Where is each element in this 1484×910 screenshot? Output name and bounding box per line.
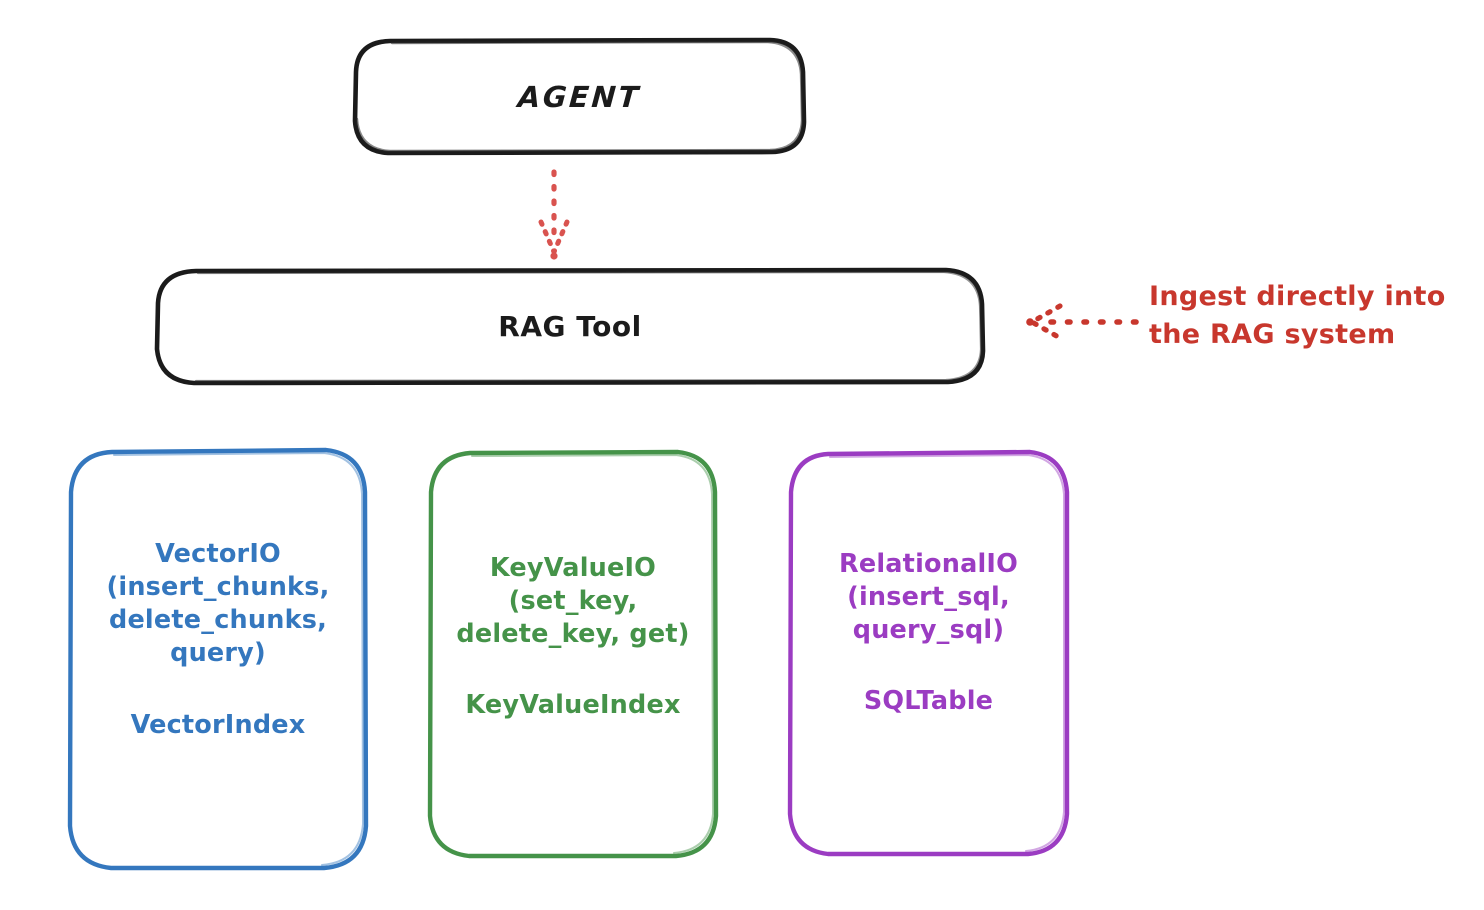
relational-io-title: RelationalIO (insert_sql, query_sql) — [839, 549, 1018, 646]
vector-io-title: VectorIO (insert_chunks, delete_chunks, … — [106, 539, 330, 669]
key-value-io-node[interactable]: KeyValueIO (set_key, delete_key, get) Ke… — [430, 452, 716, 856]
vector-io-box-outline[interactable] — [67, 447, 369, 871]
key-value-io-title: KeyValueIO (set_key, delete_key, get) — [456, 553, 690, 650]
agent-box-outline-sketch — [355, 40, 804, 153]
relational-io-box-outline[interactable] — [787, 449, 1070, 857]
agent-label: AGENT — [516, 79, 642, 114]
agent-node[interactable]: AGENT — [355, 40, 804, 153]
ingest-annotation-text: Ingest directly into the RAG system — [1149, 281, 1446, 351]
ingest-arrow — [1026, 303, 1139, 341]
vector-io-node[interactable]: VectorIO (insert_chunks, delete_chunks, … — [70, 450, 366, 869]
relational-io-box-outline-sketch — [829, 453, 1065, 852]
key-value-io-box-outline-sketch — [471, 453, 715, 854]
key-value-io-box-outline[interactable] — [427, 449, 719, 859]
relational-io-index: SQLTable — [863, 686, 994, 717]
rag-tool-box-outline[interactable] — [154, 267, 986, 386]
relational-io-node[interactable]: RelationalIO (insert_sql, query_sql) SQL… — [790, 452, 1067, 854]
rag-tool-box-outline-sketch — [194, 270, 983, 383]
vector-io-box-outline-sketch — [113, 451, 365, 866]
rag-tool-label: RAG Tool — [498, 310, 642, 343]
agent-box-outline[interactable] — [352, 37, 807, 156]
agent-to-rag-tool-connector — [538, 169, 570, 260]
rag-tool-node[interactable]: RAG Tool — [157, 270, 983, 383]
vector-io-index: VectorIndex — [130, 709, 306, 740]
key-value-io-index: KeyValueIndex — [465, 690, 681, 721]
